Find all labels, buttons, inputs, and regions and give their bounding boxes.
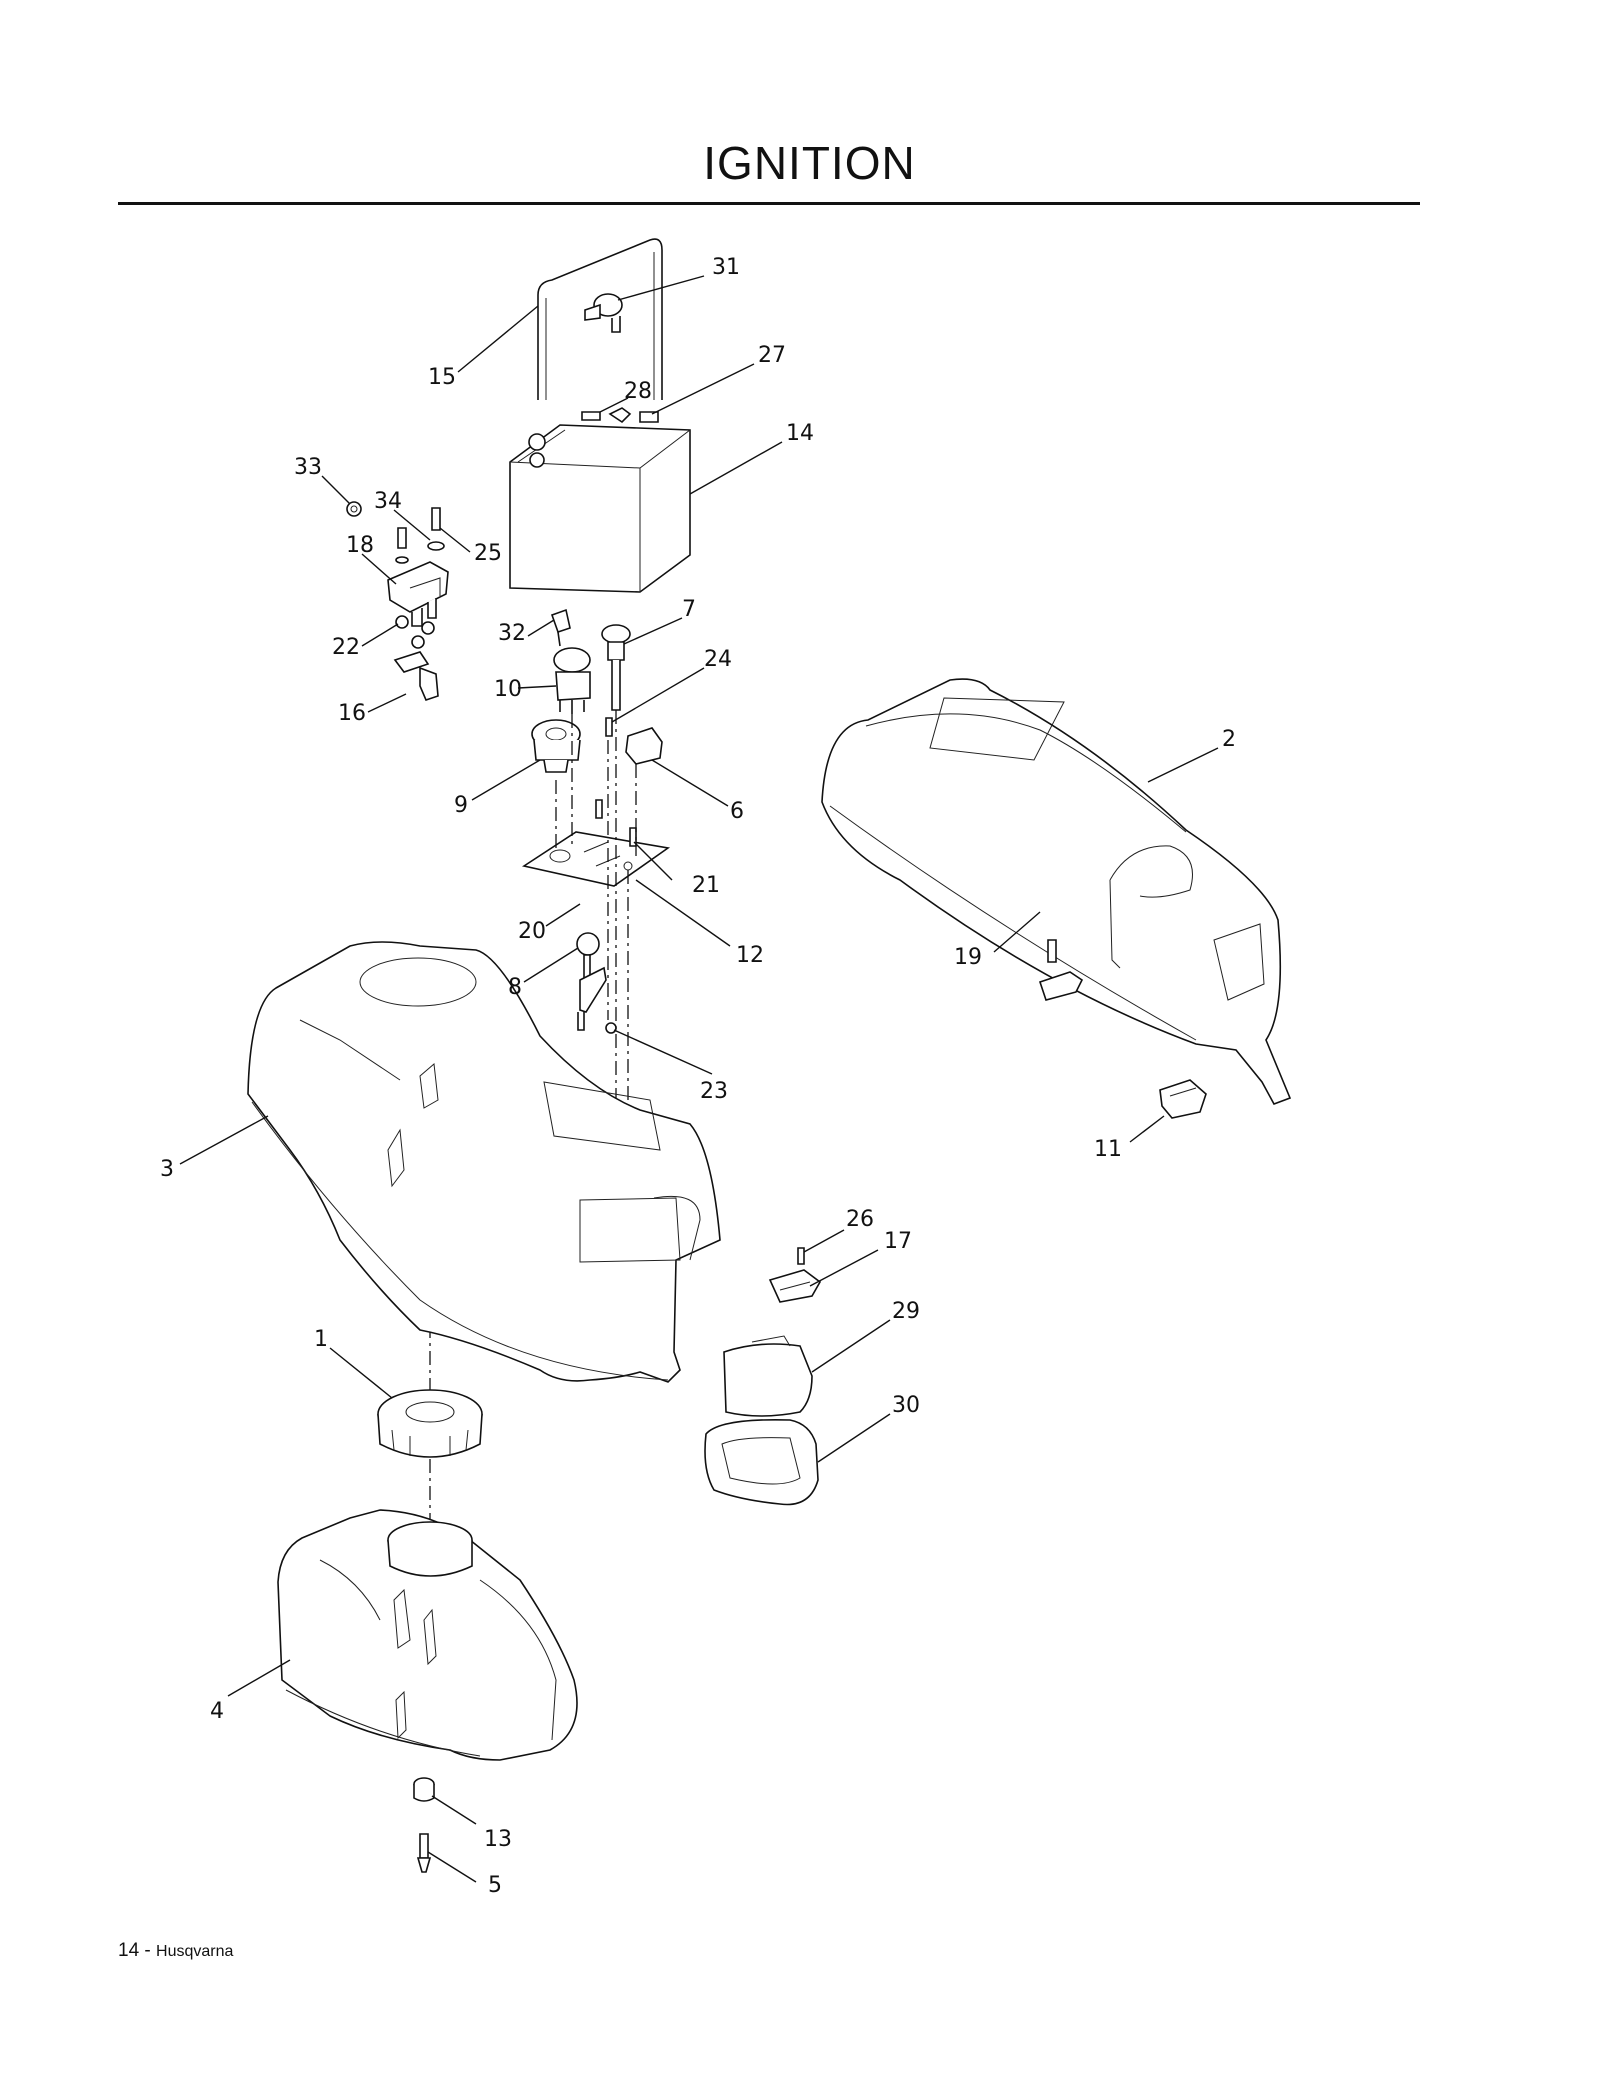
part-19-bracket: [1038, 939, 1084, 1001]
part-10-ignition-switch: [553, 647, 591, 714]
callout-20: 20: [518, 919, 546, 944]
callout-15: 15: [428, 365, 456, 390]
callout-18: 18: [346, 533, 374, 558]
part-30-bezel: [704, 1418, 819, 1506]
callout-19: 19: [954, 945, 982, 970]
page-title: IGNITION: [703, 137, 916, 189]
callout-11: 11: [1094, 1137, 1122, 1162]
callout-27: 27: [758, 343, 786, 368]
callout-3: 3: [160, 1157, 174, 1182]
footer-separator: -: [139, 1940, 157, 1961]
callout-9: 9: [454, 793, 468, 818]
part-12-control-plate: [521, 831, 671, 887]
part-09-pto-switch: [531, 719, 581, 773]
callout-34: 34: [374, 489, 402, 514]
part-16-cable-end: [393, 651, 439, 701]
callout-32: 32: [498, 621, 526, 646]
callout-5: 5: [488, 1873, 502, 1898]
part-14-battery: [509, 424, 691, 593]
part-06-switch: [625, 727, 663, 765]
callout-1: 1: [314, 1327, 328, 1352]
callout-12: 12: [736, 943, 764, 968]
callout-29: 29: [892, 1299, 920, 1324]
part-03-left-fender: [247, 941, 721, 1383]
part-23-nut: [605, 1022, 617, 1034]
callout-26: 26: [846, 1207, 874, 1232]
part-15-hold-down-rod: [537, 238, 663, 400]
callout-13: 13: [484, 1827, 512, 1852]
part-02-right-fender: [821, 678, 1292, 1105]
callout-2: 2: [1222, 727, 1236, 752]
callout-17: 17: [884, 1229, 912, 1254]
part-29-cover: [723, 1335, 813, 1417]
callout-16: 16: [338, 701, 366, 726]
title-divider: [118, 202, 1420, 205]
callout-33: 33: [294, 455, 322, 480]
callout-22: 22: [332, 635, 360, 660]
page-footer: 14 - Husqvarna: [118, 1940, 233, 1962]
leader-lines: [179, 275, 1219, 1883]
part-05-fitting: [416, 1833, 432, 1873]
page-number: 14: [118, 1940, 140, 1961]
part-04-fuel-tank: [277, 1509, 578, 1761]
part-27-28-bolts: [581, 407, 659, 424]
part-24-screw: [605, 717, 613, 737]
callout-4: 4: [210, 1699, 224, 1724]
part-25-34-screws: [395, 507, 445, 564]
callout-labels: 15 31 27 28 14 33 34 25 18 22 16 32 7 10…: [160, 255, 1236, 1898]
callout-23: 23: [700, 1079, 728, 1104]
callout-28: 28: [624, 379, 652, 404]
part-31-clamp: [584, 293, 623, 333]
part-18-solenoid: [387, 561, 449, 627]
callout-24: 24: [704, 647, 732, 672]
callout-21: 21: [692, 873, 720, 898]
callout-7: 7: [682, 597, 696, 622]
part-26-17-interlock-switch: [768, 1247, 822, 1303]
callout-14: 14: [786, 421, 814, 446]
callout-31: 31: [712, 255, 740, 280]
part-07-choke-knob: [601, 624, 631, 711]
part-21-screws: [595, 799, 637, 847]
part-32-key: [550, 608, 571, 647]
part-22-nuts: [395, 615, 435, 649]
part-08-knob: [576, 932, 607, 1031]
callout-6: 6: [730, 799, 744, 824]
part-11-relay: [1159, 1079, 1207, 1119]
callout-30: 30: [892, 1393, 920, 1418]
callout-8: 8: [508, 975, 522, 1000]
part-13-grommet: [413, 1777, 435, 1802]
callout-10: 10: [494, 677, 522, 702]
callout-25: 25: [474, 541, 502, 566]
brand-name: Husqvarna: [156, 1943, 234, 1960]
part-33-nut: [346, 501, 362, 517]
part-01-fuel-cap: [377, 1389, 483, 1458]
